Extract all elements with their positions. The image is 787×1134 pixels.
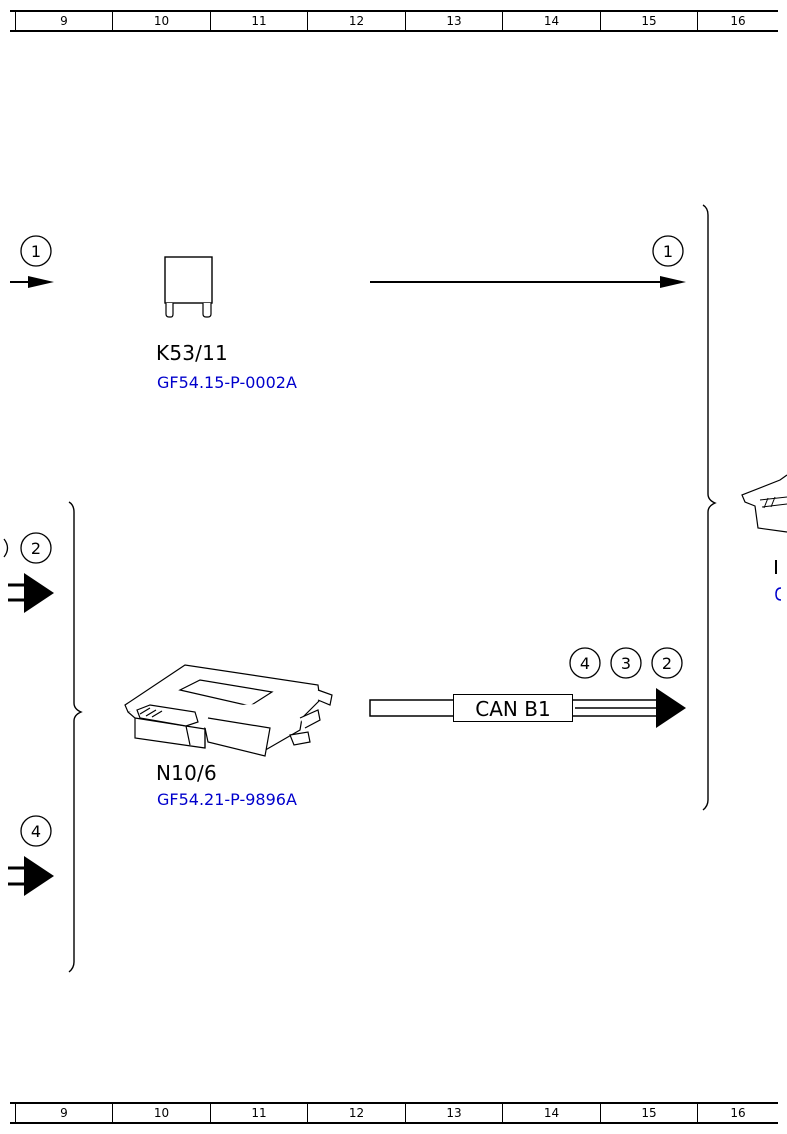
partial-module-icon [741, 474, 787, 533]
ruler-cell: 11 [210, 10, 307, 32]
can-bus-label: CAN B1 [453, 694, 573, 722]
left-brace [68, 501, 83, 973]
output-arrow-1 [370, 276, 686, 288]
relay-label: K53/11 [156, 341, 228, 365]
can-bus-arrow [369, 688, 686, 728]
marker-circle-bottom-left: 4 [20, 815, 52, 847]
ruler-cell: 12 [307, 10, 405, 32]
control-module-icon[interactable] [124, 664, 333, 757]
module-label: N10/6 [156, 761, 217, 785]
partial-ref [775, 587, 782, 601]
partial-marker [3, 538, 9, 558]
marker-number: 1 [31, 242, 41, 261]
marker-number: 2 [662, 654, 672, 673]
marker-number: 4 [580, 654, 590, 673]
ruler-cell: 9 [15, 10, 112, 32]
marker-circle-can-4: 4 [569, 647, 601, 679]
ruler-cell: 13 [405, 10, 502, 32]
ruler-cell: 9 [15, 1102, 112, 1124]
right-brace [702, 204, 717, 811]
ruler-cell: 11 [210, 1102, 307, 1124]
ruler-cell: 10 [112, 1102, 210, 1124]
marker-number: 3 [621, 654, 631, 673]
ruler-cell: 12 [307, 1102, 405, 1124]
bottom-ruler: 9 10 11 12 13 14 15 16 [10, 1102, 778, 1124]
ruler-cell: 15 [600, 1102, 697, 1124]
ruler-cell: 14 [502, 10, 600, 32]
ruler-cell: 16 [697, 10, 778, 32]
ruler-cell: 15 [600, 10, 697, 32]
input-arrow-1 [10, 276, 54, 288]
relay-icon[interactable] [164, 256, 213, 318]
marker-number: 4 [31, 822, 41, 841]
marker-circle-can-3: 3 [610, 647, 642, 679]
marker-circle-top-right: 1 [652, 235, 684, 267]
partial-label [775, 560, 777, 574]
top-ruler: 9 10 11 12 13 14 15 16 [10, 10, 778, 32]
marker-number: 2 [31, 539, 41, 558]
marker-circle-top-left: 1 [20, 235, 52, 267]
ruler-cell: 14 [502, 1102, 600, 1124]
input-double-arrow-2 [8, 573, 54, 613]
module-ref-link[interactable]: GF54.21-P-9896A [157, 790, 297, 809]
marker-number: 1 [663, 242, 673, 261]
ruler-cell: 16 [697, 1102, 778, 1124]
input-double-arrow-4 [8, 856, 54, 896]
relay-ref-link[interactable]: GF54.15-P-0002A [157, 373, 297, 392]
ruler-cell: 10 [112, 10, 210, 32]
marker-circle-can-2: 2 [651, 647, 683, 679]
marker-circle-mid-left: 2 [20, 532, 52, 564]
ruler-cell: 13 [405, 1102, 502, 1124]
